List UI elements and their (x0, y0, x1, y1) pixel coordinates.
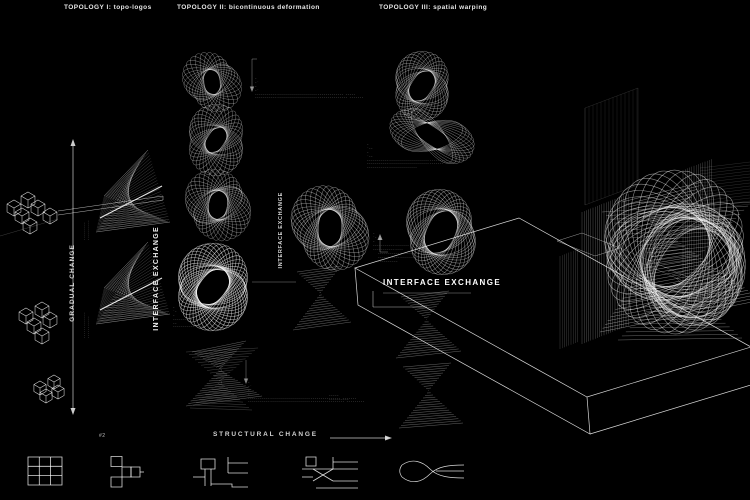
plan-diagram-cross (110, 456, 144, 488)
micro-annotation-8: ············· ··········· (82, 312, 90, 339)
header-topology-3: TOPOLOGY III: spatial warping (379, 4, 488, 11)
mesh-cloud (599, 169, 750, 341)
mesh-torus-2 (389, 108, 475, 164)
plan-diagram-crossing (302, 456, 358, 489)
label-interface-exchange-slab: INTERFACE EXCHANGE (383, 278, 502, 287)
header-topology-1: TOPOLOGY I: topo-logos (64, 4, 152, 11)
mesh-pinwheel-2 (188, 103, 244, 177)
micro-annotation-4: · ˙· · ·················· ··············… (373, 231, 410, 251)
structural-change-arrow (330, 435, 392, 441)
isometric-slab (354, 217, 750, 435)
axis-label-interface-exchange-left: INTERFACE EXCHANGE (153, 226, 160, 331)
mesh-pinwheel-1 (182, 52, 242, 112)
mesh-saddle-2 (95, 241, 171, 325)
isometric-cubes-middle (18, 301, 58, 345)
mesh-moth-1 (185, 340, 263, 411)
plan-diagram-grid (27, 456, 63, 486)
header-topology-2: TOPOLOGY II: bicontinuous deformation (177, 4, 320, 11)
plan-diagram-beam (193, 457, 248, 488)
hatched-wall-3 (559, 249, 578, 349)
axis-label-structural-change: STRUCTURAL CHANGE (213, 431, 318, 438)
isometric-cubes-top (0, 191, 164, 237)
plan-diagram-woven (399, 460, 465, 483)
axis-label-interface-exchange-mid: INTERFACE EXCHANGE (278, 192, 284, 269)
dimension-brackets (243, 58, 388, 384)
horizontal-deck (699, 161, 750, 211)
slab-label-leader (372, 291, 471, 308)
micro-annotation-7: ········· ·········· (82, 220, 90, 241)
mesh-pinwheel-3 (184, 168, 252, 242)
tall-frame (584, 87, 639, 206)
micro-annotation-5: · ˙· · ····················· ·· ········… (173, 305, 216, 329)
mesh-moth-3 (395, 290, 462, 359)
axis-label-gradual-change: GRADUAL CHANGE (69, 244, 76, 322)
micro-annotation-1: · ·˙ · ·˙ ······························… (255, 76, 364, 100)
gradual-change-arrow (70, 139, 76, 415)
micro-annotation-9: ····· ·········· (329, 393, 350, 401)
micro-annotation-3: · ˙·· · ˙·· ····························… (367, 142, 448, 170)
micro-annotation-6: ····················· ··················… (378, 251, 421, 263)
mesh-blob (406, 188, 476, 276)
mesh-moth-4 (398, 362, 464, 429)
micro-annotation-2: · ·˙ · ·˙ ······························… (248, 380, 365, 404)
mesh-saddle-1 (95, 149, 171, 233)
mesh-small-saddle (292, 265, 352, 331)
isometric-cubes-bottom (33, 374, 65, 404)
mesh-flower-large (178, 242, 248, 332)
mesh-moth-2 (290, 185, 370, 271)
figure-marker: #2 (99, 433, 106, 439)
